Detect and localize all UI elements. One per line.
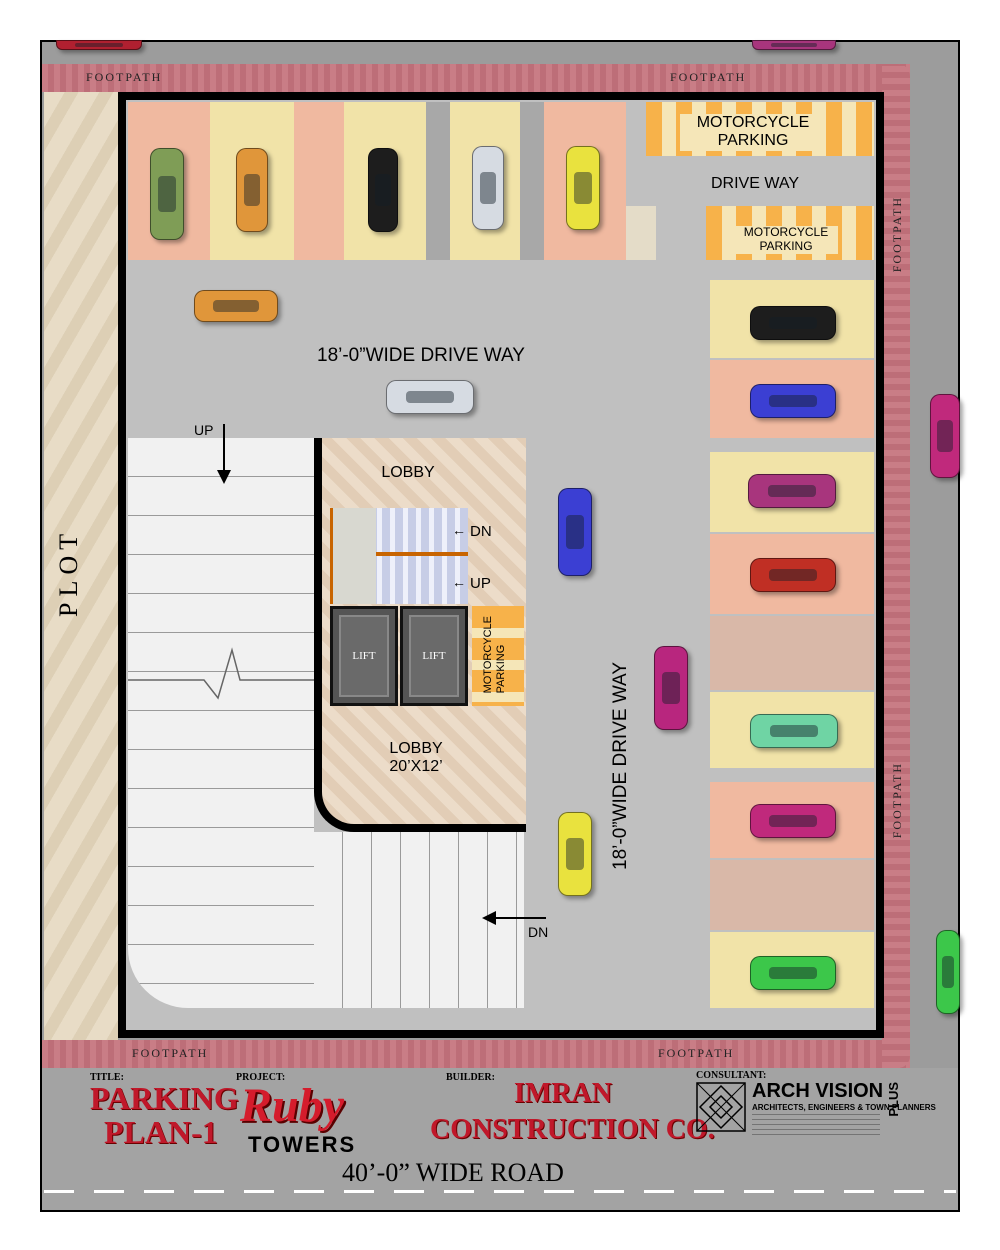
car-right-green	[750, 956, 836, 990]
footpath-label-bottom-left: FOOTPATH	[132, 1046, 209, 1060]
car-drive-magenta	[654, 646, 688, 730]
motorcycle-core-line1: MOTORCYCLE	[482, 616, 494, 694]
lobby-bottom-line2: 20’X12’	[389, 758, 443, 776]
ramp-break-line	[128, 647, 314, 700]
motorcycle-mid-line1: MOTORCYCLE	[743, 225, 829, 239]
footpath-label-bottom-right: FOOTPATH	[658, 1046, 735, 1060]
consultant-sub: ARCHITECTS, ENGINEERS & TOWN PLANNERS	[752, 1103, 936, 1112]
stair-landing-rail	[330, 508, 333, 604]
drive-way-vertical-label: 18’-0”WIDE DRIVE WAY	[610, 662, 631, 870]
road-dash-line	[44, 1190, 956, 1193]
motorcycle-core-line2: PARKING	[495, 644, 508, 694]
motorcycle-top-line1: MOTORCYCLE	[696, 114, 810, 131]
car-top-green	[150, 148, 184, 240]
lift-2-label: LIFT	[422, 650, 446, 662]
car-right-mint	[750, 714, 838, 748]
builder-line2: CONSTRUCTION CO.	[430, 1114, 715, 1145]
car-road-purple-top	[752, 40, 836, 50]
car-road-magenta	[930, 394, 960, 478]
motorcycle-pad-left	[626, 206, 656, 260]
lobby-bottom-label: LOBBY 20’X12’	[360, 740, 472, 777]
consultant-caption: CONSULTANT:	[696, 1070, 767, 1081]
consultant-fineprint	[752, 1114, 880, 1136]
car-drive-yellow	[558, 812, 592, 896]
road-label: 40’-0” WIDE ROAD	[342, 1158, 564, 1187]
plot-label: PLOT	[54, 528, 83, 617]
stair-dn-arrow: ←	[452, 522, 466, 538]
lift-1-label: LIFT	[352, 650, 376, 662]
motorcycle-parking-top-label: MOTORCYCLE PARKING	[680, 114, 826, 151]
ramp-dn-label: DN	[528, 924, 549, 940]
motorcycle-parking-mid-label: MOTORCYCLE PARKING	[734, 225, 838, 254]
car-top-black	[368, 148, 398, 232]
footpath-label-top-right: FOOTPATH	[670, 70, 747, 84]
project-caption: PROJECT:	[236, 1072, 286, 1083]
builder-line1: IMRAN	[514, 1078, 612, 1109]
car-right-red	[750, 558, 836, 592]
parking-slot-top-3	[294, 102, 344, 260]
lobby-top-label: LOBBY	[381, 464, 435, 481]
ramp-dn-arrow	[482, 911, 546, 925]
stair-up-label: UP	[470, 575, 491, 592]
lift-1: LIFT	[330, 606, 398, 706]
footpath-bottom	[42, 1040, 910, 1068]
stair-landing	[330, 508, 376, 604]
car-right-black	[750, 306, 836, 340]
drive-way-horizontal-label: 18’-0”WIDE DRIVE WAY	[317, 345, 525, 366]
footpath-label-right-upper: FOOTPATH	[890, 196, 904, 273]
car-top-silver	[472, 146, 504, 230]
parking-slot-top-5	[426, 102, 450, 260]
stair-up-arrow: ←	[452, 574, 466, 590]
title-line2: PLAN-1	[104, 1114, 218, 1150]
ramp-up-label: UP	[194, 422, 214, 438]
builder-caption: BUILDER:	[446, 1072, 495, 1083]
motorcycle-top-line2: PARKING	[717, 132, 789, 150]
consultant-name: ARCH VISION	[752, 1080, 884, 1102]
parking-slot-top-7	[520, 102, 544, 260]
lift-2: LIFT	[400, 606, 468, 706]
project-name: Ruby	[240, 1079, 345, 1132]
car-right-magenta	[750, 804, 836, 838]
ramp-up-arrow	[217, 424, 231, 484]
footpath-label-top-left: FOOTPATH	[86, 70, 163, 84]
ramp-area	[128, 438, 314, 1008]
stair-dn-label: DN	[470, 523, 492, 540]
motorcycle-mid-line2: PARKING	[759, 238, 813, 253]
car-road-green	[936, 930, 960, 1014]
motorcycle-parking-core-label: MOTORCYCLE PARKING	[482, 616, 508, 693]
car-top-orange	[236, 148, 268, 232]
motorcycle-parking-core	[472, 606, 524, 706]
car-drive-blue	[558, 488, 592, 576]
title-block	[42, 1068, 958, 1210]
car-top-yellow	[566, 146, 600, 230]
parking-slot-right-5	[710, 616, 874, 690]
lobby-bottom-line1: LOBBY	[389, 740, 443, 757]
footpath-right	[882, 64, 910, 1068]
car-road-red-top	[56, 40, 142, 50]
drive-way-top-label: DRIVE WAY	[710, 175, 799, 192]
parking-slot-right-8	[710, 860, 874, 930]
car-drive-orange	[194, 290, 278, 322]
car-right-blue	[750, 384, 836, 418]
car-drive-silver	[386, 380, 474, 414]
footpath-label-right-lower: FOOTPATH	[890, 762, 904, 839]
footpath-top	[42, 64, 910, 92]
project-sub: TOWERS	[248, 1132, 357, 1157]
plot-area	[44, 92, 118, 1040]
car-right-purple	[748, 474, 836, 508]
consultant-logo-icon	[696, 1082, 746, 1132]
stair-handrail	[376, 552, 468, 556]
title-caption: TITLE:	[90, 1072, 124, 1083]
title-line1: PARKING	[90, 1080, 239, 1116]
